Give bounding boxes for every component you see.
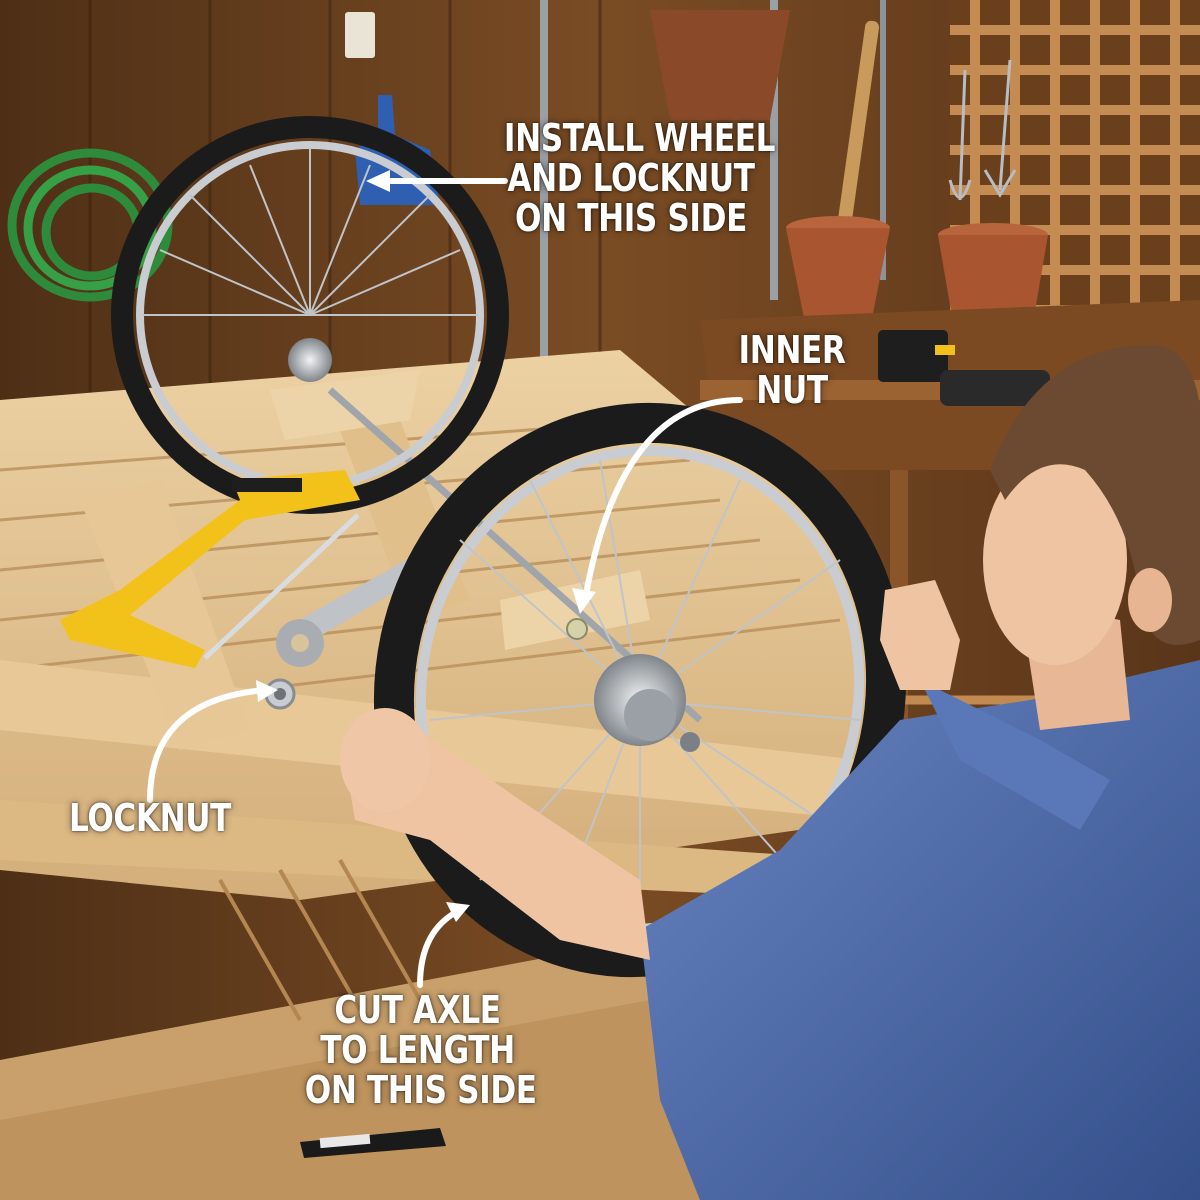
shelf-post <box>540 0 548 360</box>
right-hand <box>880 580 960 690</box>
callout-inner-nut: INNER NUT <box>738 328 846 412</box>
face <box>983 455 1127 665</box>
clay-pot-top <box>650 10 790 120</box>
arrow-inner-nut <box>582 397 743 603</box>
adjustable-wrench <box>276 555 428 667</box>
shelf-post <box>880 0 886 280</box>
callout-install-wheel: INSTALL WHEEL AND LOCKNUT ON THIS SIDE <box>503 116 776 240</box>
callout-locknut: LOCKNUT <box>68 796 232 840</box>
woman <box>340 344 1200 1200</box>
marker-pen <box>300 1128 446 1158</box>
arrow-locknut <box>147 687 268 803</box>
ear <box>1128 568 1172 632</box>
wall-outlet <box>345 12 375 58</box>
hand-tools <box>948 59 1017 201</box>
callout-arrows <box>147 178 743 988</box>
callout-arrowheads <box>256 170 596 922</box>
hacksaw <box>60 470 360 668</box>
cart-lower-deck <box>218 859 422 1021</box>
left-hand <box>340 708 430 812</box>
callout-cut-axle: CUT AXLE TO LENGTH ON THIS SIDE <box>304 988 537 1112</box>
inner-nut-part <box>566 618 588 640</box>
right-arm-sleeve <box>920 680 1110 830</box>
cordless-drill <box>878 330 1050 406</box>
tool-handle <box>837 20 880 230</box>
shelf-post <box>770 0 778 300</box>
